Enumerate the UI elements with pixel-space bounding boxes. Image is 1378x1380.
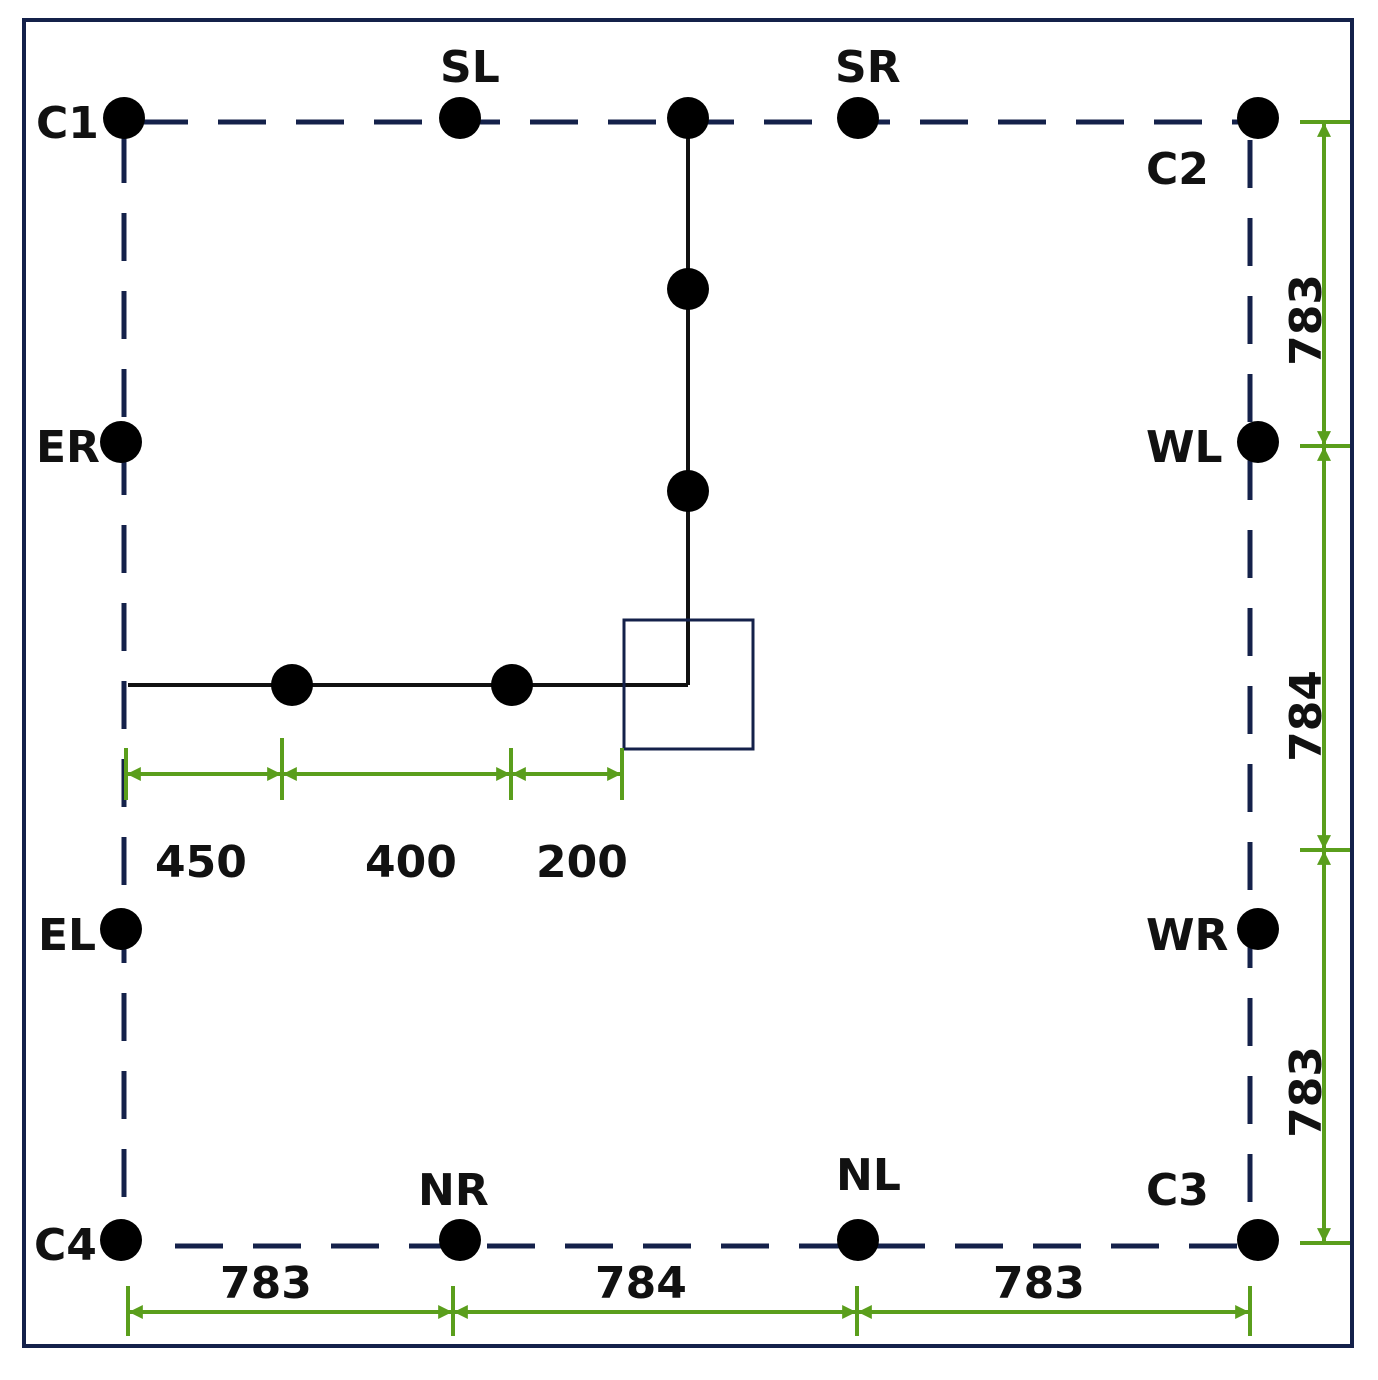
bottom-dim-label-3: 783 — [993, 1258, 1085, 1309]
label-wr: WR — [1146, 910, 1228, 961]
inner-dimensions — [124, 738, 624, 800]
right-dim-label-2: 784 — [1281, 670, 1332, 762]
right-dimensions — [1300, 120, 1350, 1245]
corner-box — [622, 618, 755, 751]
outer-frame — [22, 18, 1354, 1348]
inner-dim-label-1: 450 — [155, 837, 247, 888]
bottom-dim-label-1: 783 — [220, 1258, 312, 1309]
node-bar-lower — [667, 470, 709, 512]
node-er — [100, 421, 142, 463]
l-bar — [128, 120, 690, 687]
right-dim-label-1: 783 — [1281, 274, 1332, 366]
node-sl — [439, 97, 481, 139]
label-c3: C3 — [1146, 1165, 1209, 1216]
label-sl: SL — [440, 42, 500, 93]
inner-dim-label-3: 200 — [536, 837, 628, 888]
node-h2 — [491, 664, 533, 706]
node-wl — [1237, 421, 1279, 463]
node-c2 — [1237, 97, 1279, 139]
right-dim-label-3: 783 — [1281, 1046, 1332, 1138]
label-nr: NR — [418, 1165, 489, 1216]
node-c3 — [1237, 1219, 1279, 1261]
node-top-mid — [667, 97, 709, 139]
label-c2: C2 — [1146, 144, 1209, 195]
label-c4: C4 — [34, 1220, 97, 1271]
label-nl: NL — [836, 1150, 901, 1201]
label-el: EL — [38, 910, 96, 961]
node-labels: C1 SL SR C2 ER WL EL WR C4 NR NL C3 — [34, 42, 1228, 1271]
node-c1 — [103, 97, 145, 139]
node-sr — [837, 97, 879, 139]
inner-dim-label-2: 400 — [365, 837, 457, 888]
label-wl: WL — [1146, 422, 1223, 473]
node-wr — [1237, 908, 1279, 950]
node-bar-upper — [667, 268, 709, 310]
node-el — [100, 908, 142, 950]
label-er: ER — [36, 422, 100, 473]
bottom-dim-label-2: 784 — [595, 1258, 687, 1309]
node-nr — [439, 1219, 481, 1261]
node-nl — [837, 1219, 879, 1261]
label-sr: SR — [835, 42, 901, 93]
label-c1: C1 — [36, 98, 99, 149]
nodes — [100, 97, 1279, 1261]
bottom-dimensions — [126, 1286, 1252, 1336]
node-c4 — [100, 1219, 142, 1261]
node-h1 — [271, 664, 313, 706]
